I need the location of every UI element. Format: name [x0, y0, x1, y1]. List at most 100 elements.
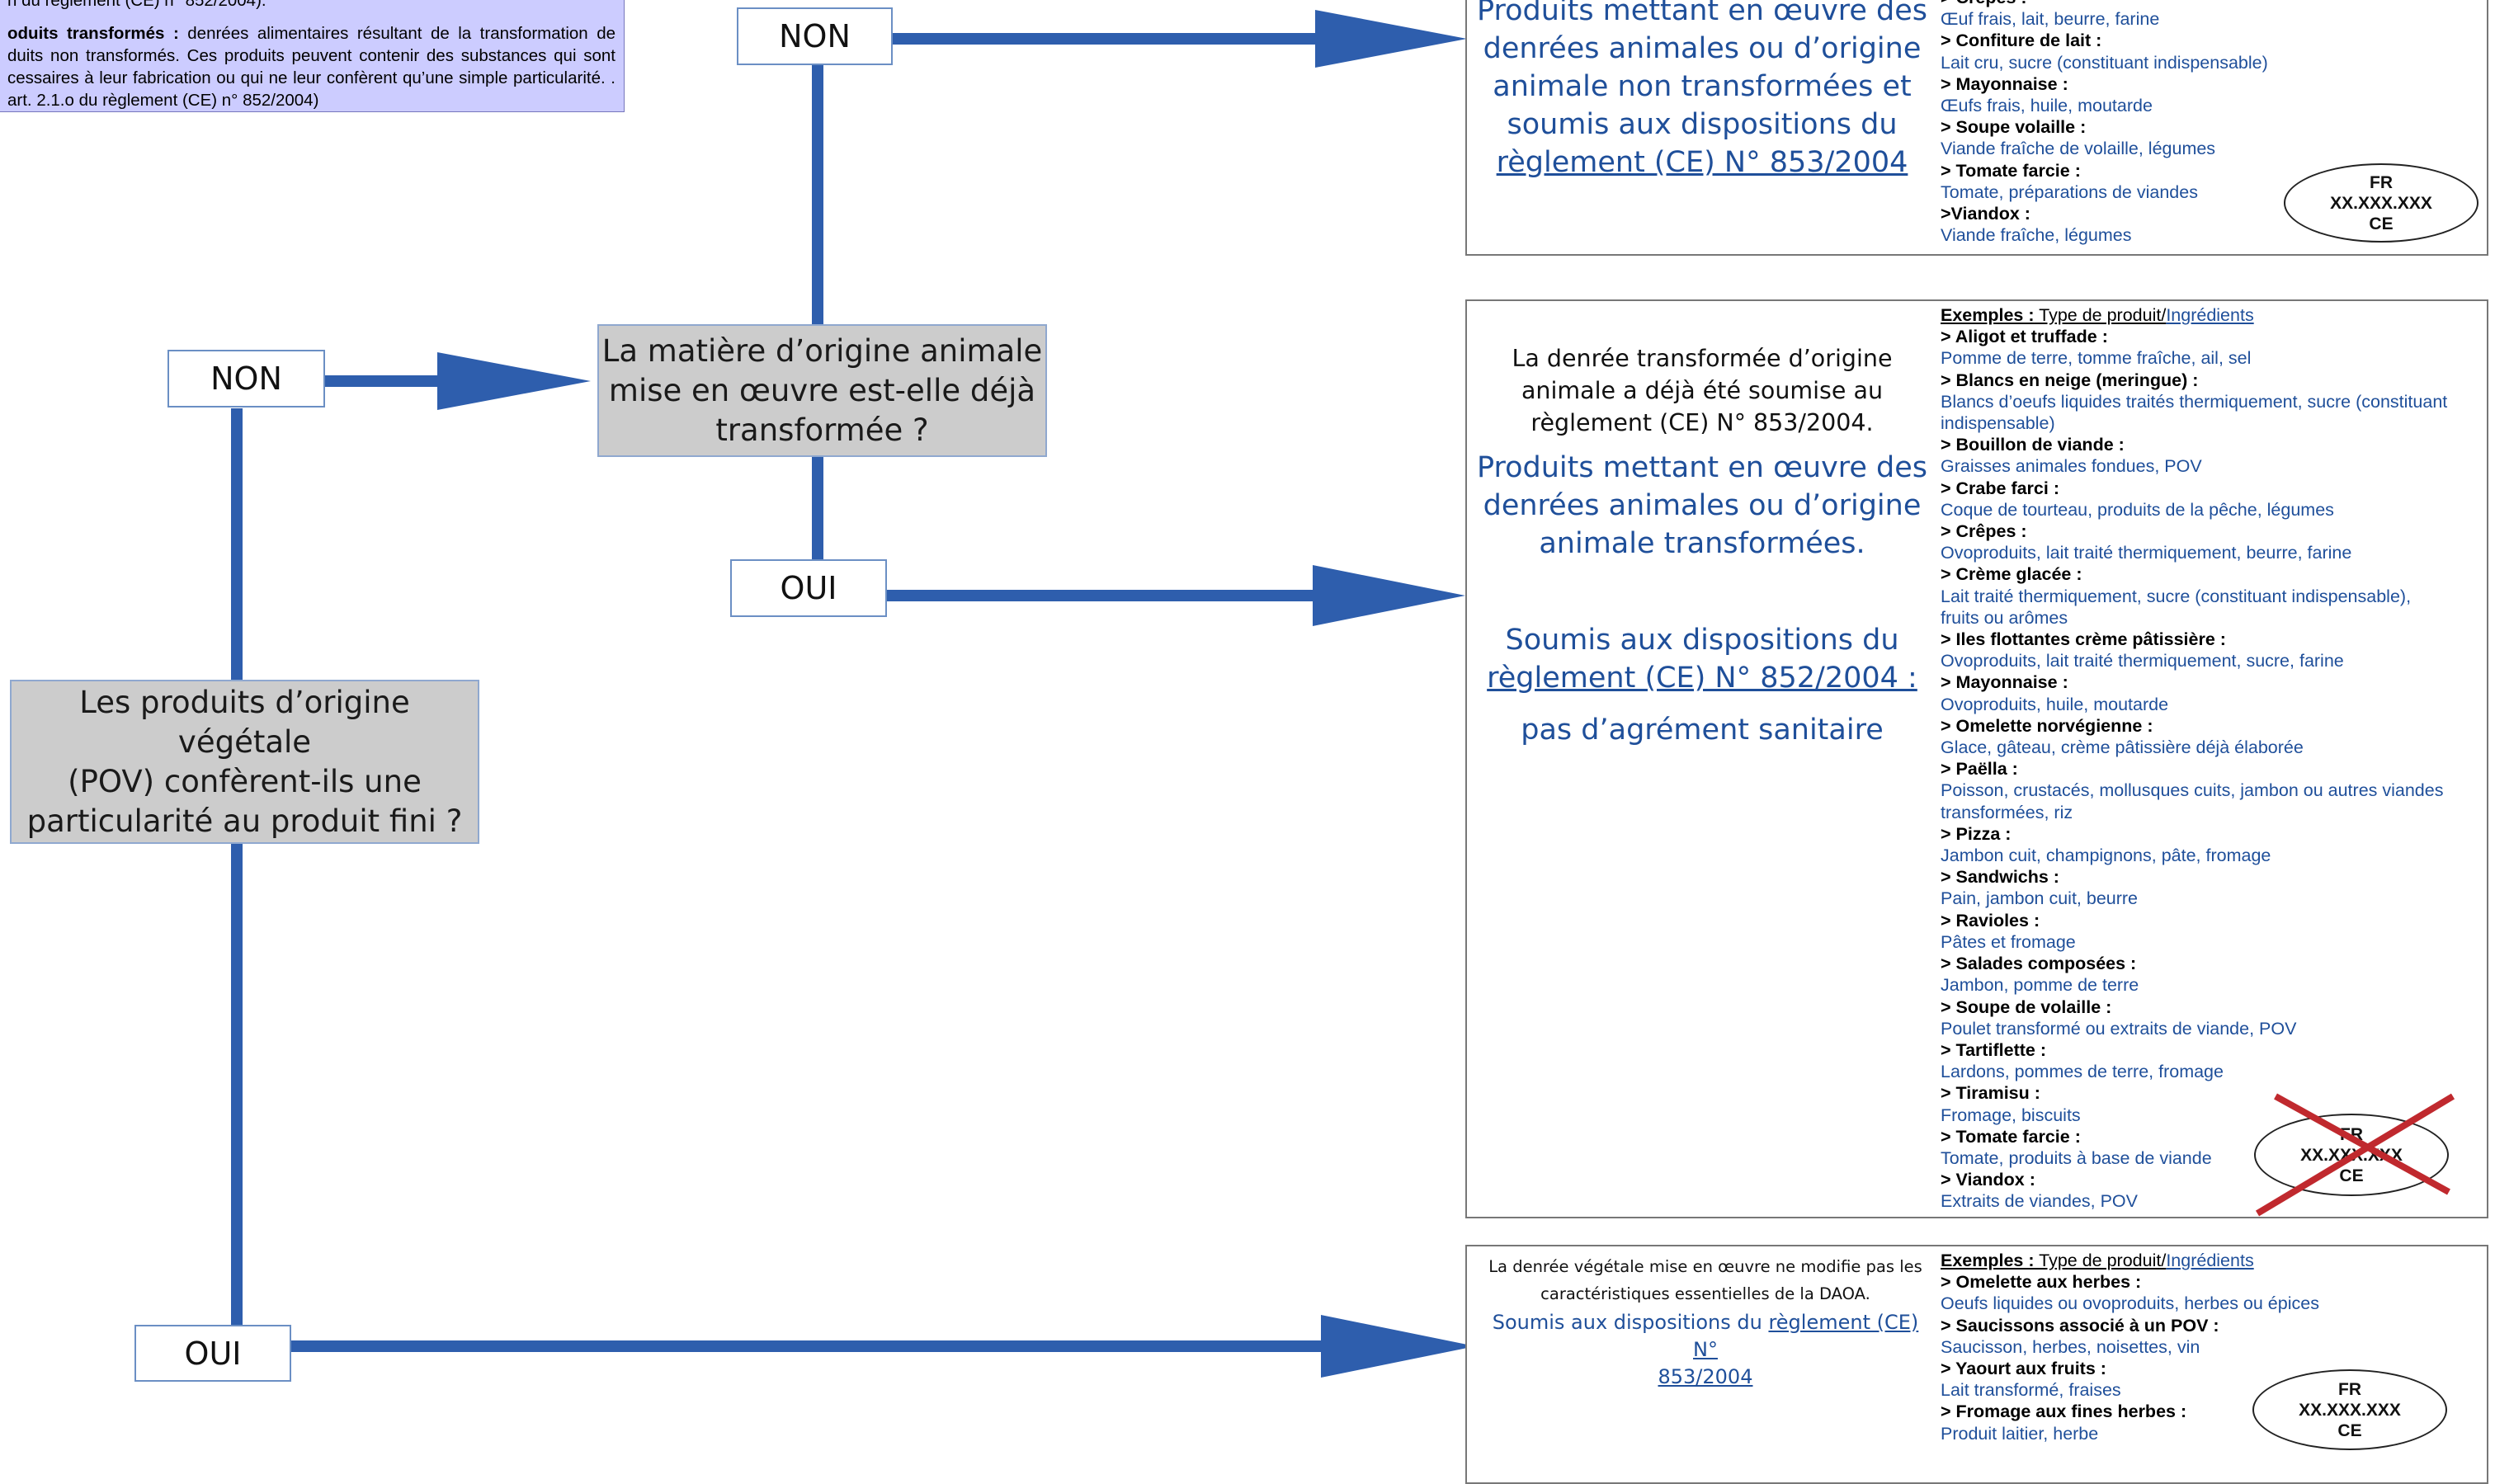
arrowhead-oui-bottom: [1321, 1315, 1475, 1378]
example-ingredients: Lardons, pommes de terre, fromage: [1941, 1062, 2224, 1082]
example-product: > Paëlla :: [1941, 759, 2018, 780]
panel-top-line-1: Produits mettant en œuvre des: [1476, 0, 1928, 27]
arrowhead-non-left: [437, 352, 591, 410]
example-ingredients: Blancs d’oeufs liquides traités thermiqu…: [1941, 391, 2448, 412]
example-ingredients: Pain, jambon cuit, beurre: [1941, 888, 2139, 909]
example-product: > Viandox :: [1941, 1170, 2035, 1190]
example-item: > Omelette aux herbes :Oeufs liquides ou…: [1941, 1272, 2319, 1314]
example-ingredients: Ovoproduits, huile, moutarde: [1941, 694, 2169, 714]
panel-top-line-4: soumis aux dispositions du: [1507, 108, 1898, 141]
example-product: > Crêpes :: [1941, 521, 2027, 542]
panel-mid-intro: La denrée transformée d’origine animale …: [1512, 345, 1893, 436]
example-ingredients: Coque de tourteau, produits de la pêche,…: [1941, 499, 2334, 520]
example-ingredients: indispensable): [1941, 413, 2055, 434]
example-item: > Pizza :Jambon cuit, champignons, pâte,…: [1941, 823, 2488, 866]
examples-header: Exemples : Type de produit/Ingrédients: [1941, 1251, 2254, 1270]
panel-top-description: Produits mettant en œuvre des denrées an…: [1467, 0, 1937, 181]
example-item: > Aligot et truffade :Pomme de terre, to…: [1941, 326, 2488, 369]
example-product: > Tomate farcie :: [1941, 1126, 2081, 1147]
panel-top-line-3: animale non transformées et: [1493, 70, 1912, 103]
example-item: > Confiture de lait :Lait cru, sucre (co…: [1941, 31, 2268, 73]
example-item: >Viandox :Viande fraîche, légumes: [1941, 204, 2132, 246]
example-item: > Omelette norvégienne :Glace, gâteau, c…: [1941, 715, 2488, 758]
example-item: > Soupe de volaille :Poulet transformé o…: [1941, 996, 2488, 1039]
example-item: > Soupe volaille :Viande fraîche de vola…: [1941, 117, 2216, 159]
panel-top-line-2: denrées animales ou d’origine: [1483, 32, 1922, 65]
panel-non-transformed: Produits mettant en œuvre des denrées an…: [1465, 0, 2488, 256]
example-item: > Crêpes :Ovoproduits, lait traité therm…: [1941, 521, 2488, 563]
example-item: > Mayonnaise :Ovoproduits, huile, moutar…: [1941, 671, 2488, 714]
label-non-left: NON: [167, 350, 325, 408]
connector-main-vertical-lower: [231, 843, 243, 1326]
examples-header: Exemples : Type de produit/Ingrédients: [1941, 305, 2254, 325]
example-item: > Tomate farcie :Tomate, produits à base…: [1941, 1126, 2488, 1169]
label-non-top: NON: [737, 7, 893, 65]
example-ingredients: Glace, gâteau, crème pâtissière déjà éla…: [1941, 737, 2304, 758]
panel-mid-description: Produits mettant en œuvre des denrées an…: [1476, 451, 1928, 560]
example-ingredients: Pâtes et fromage: [1941, 931, 2076, 952]
example-item: > Ravioles :Pâtes et fromage: [1941, 910, 2488, 953]
example-ingredients: Jambon, pomme de terre: [1941, 975, 2139, 996]
definition-top-line: n du règlement (CE) n° 852/2004).: [7, 0, 266, 10]
panel-transformed: La denrée transformée d’origine animale …: [1465, 299, 2488, 1218]
example-product: > Ravioles :: [1941, 910, 2040, 930]
panel-mid-regulation-link: règlement (CE) N° 852/2004 :: [1487, 662, 1917, 695]
question-pov-line-2: (POV) confèrent-ils une: [68, 763, 422, 799]
panel-top-regulation-link: règlement (CE) N° 853/2004: [1496, 146, 1908, 179]
connector-main-vertical: [231, 408, 243, 681]
arrowhead-oui-mid: [1313, 565, 1465, 626]
example-item: > Salades composées :Jambon, pomme de te…: [1941, 953, 2488, 996]
example-item: > Fromage aux fines herbes :Produit lait…: [1941, 1402, 2187, 1444]
connector-animal-down: [812, 456, 823, 560]
example-item: > Sandwichs :Pain, jambon cuit, beurre: [1941, 866, 2488, 909]
connector-oui-bottom: [291, 1340, 1324, 1352]
example-ingredients: Graisses animales fondues, POV: [1941, 456, 2202, 477]
example-ingredients: fruits ou arômes: [1941, 607, 2068, 628]
example-item: > Mayonnaise :Œufs frais, huile, moutard…: [1941, 73, 2153, 116]
question-pov-line-1: Les produits d’origine végétale: [79, 684, 410, 760]
example-item: > Yaourt aux fruits :Lait transformé, fr…: [1941, 1359, 2121, 1401]
example-product: > Blancs en neige (meringue) :: [1941, 370, 2199, 390]
example-ingredients: Poulet transformé ou extraits de viande,…: [1941, 1018, 2297, 1039]
example-product: > Bouillon de viande :: [1941, 435, 2125, 455]
example-product: > Tiramisu :: [1941, 1083, 2040, 1104]
example-ingredients: Jambon cuit, champignons, pâte, fromage: [1941, 846, 2271, 866]
example-item: > Tiramisu :Fromage, biscuits: [1941, 1082, 2488, 1125]
example-item: > Crabe farci :Coque de tourteau, produi…: [1941, 478, 2488, 521]
label-oui-mid: OUI: [730, 559, 887, 617]
example-item: > Viandox :Extraits de viandes, POV: [1941, 1169, 2488, 1212]
example-item: > Crêpes :Œuf frais, lait, beurre, farin…: [1941, 0, 2160, 30]
example-product: > Mayonnaise :: [1941, 672, 2068, 693]
panel-pov-particularity: La denrée végétale mise en œuvre ne modi…: [1465, 1245, 2488, 1484]
example-product: > Sandwichs :: [1941, 867, 2059, 888]
example-product: > Crème glacée :: [1941, 564, 2082, 585]
example-ingredients: Pomme de terre, tomme fraîche, ail, sel: [1941, 348, 2252, 369]
question-animal-line-1: La matière d’origine animale: [601, 332, 1043, 369]
example-ingredients: Ovoproduits, lait traité thermiquement, …: [1941, 651, 2344, 671]
panel-bottom-examples: Exemples : Type de produit/Ingrédients >…: [1941, 1250, 2469, 1444]
question-pov-box: Les produits d’origine végétale (POV) co…: [10, 680, 479, 844]
example-product: > Crabe farci :: [1941, 478, 2059, 498]
example-product: > Pizza :: [1941, 823, 2012, 844]
panel-bottom-intro: La denrée végétale mise en œuvre ne modi…: [1488, 1257, 1922, 1303]
connector-oui-mid: [887, 590, 1316, 601]
example-product: > Soupe de volaille :: [1941, 996, 2112, 1017]
example-ingredients: Poisson, crustacés, mollusques cuits, ja…: [1941, 780, 2444, 801]
label-oui-bottom: OUI: [134, 1325, 291, 1382]
example-product: > Tartiflette :: [1941, 1039, 2047, 1060]
definition-box: n du règlement (CE) n° 852/2004). oduits…: [0, 0, 625, 112]
question-animal-line-2: mise en œuvre est-elle déjà: [608, 372, 1036, 408]
example-item: > Tomate farcie :Tomate, préparations de…: [1941, 160, 2198, 202]
connector-animal-up: [812, 64, 823, 325]
connector-non-left: [325, 375, 441, 387]
panel-mid-regulation: Soumis aux dispositions du règlement (CE…: [1467, 621, 1937, 749]
example-item: > Blancs en neige (meringue) :Blancs d’o…: [1941, 370, 2488, 435]
panel-mid-examples: Exemples : Type de produit/Ingrédients >…: [1941, 304, 2488, 1213]
example-item: > Crème glacée :Lait traité thermiquemen…: [1941, 563, 2488, 629]
example-product: > Salades composées :: [1941, 954, 2137, 974]
question-animal-line-3: transformée ?: [715, 412, 929, 448]
example-item: > Paëlla :Poisson, crustacés, mollusques…: [1941, 758, 2488, 823]
